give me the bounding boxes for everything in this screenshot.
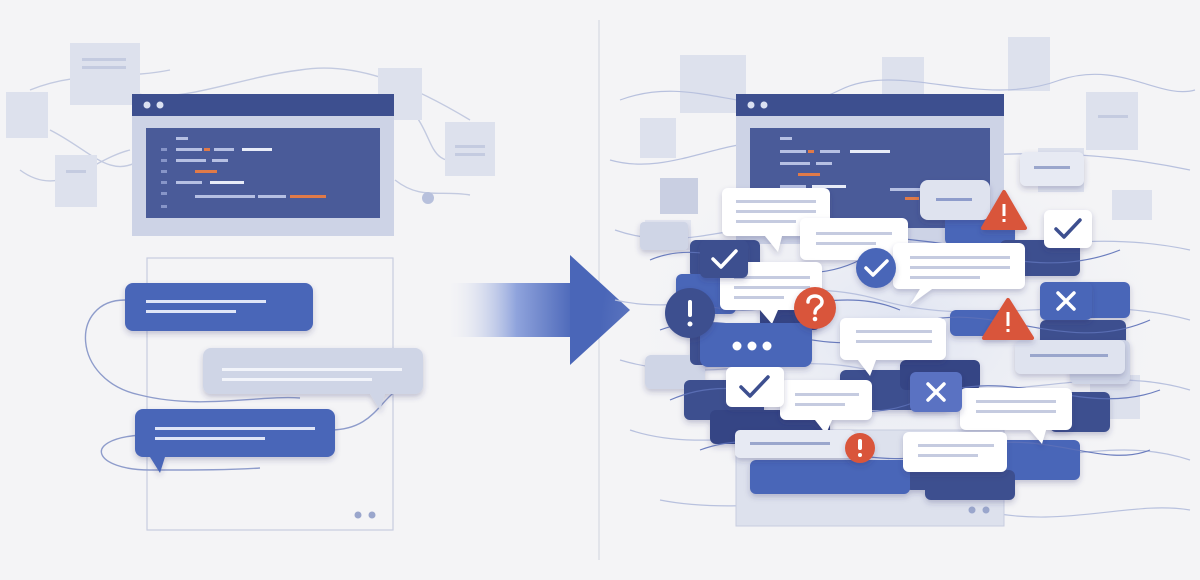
exclamation-icon bbox=[665, 288, 715, 338]
check-icon bbox=[856, 248, 896, 288]
right-chat-bubble-2 bbox=[800, 218, 908, 260]
close-x-icon bbox=[1040, 282, 1092, 320]
right-chat-bubble-9 bbox=[960, 388, 1072, 444]
left-panel bbox=[6, 43, 495, 531]
left-chat-bubble-2 bbox=[203, 348, 423, 410]
right-chat-bubble-13 bbox=[1020, 152, 1084, 186]
ellipsis-icon bbox=[732, 341, 772, 351]
check-icon bbox=[700, 240, 748, 278]
right-chat-bubble-8 bbox=[780, 380, 872, 434]
alert-triangle-icon bbox=[982, 298, 1034, 340]
right-chat-bubble-10 bbox=[903, 432, 1007, 472]
right-chat-bubble-11 bbox=[735, 430, 855, 458]
check-icon bbox=[1044, 210, 1092, 248]
left-code-lines bbox=[161, 137, 326, 208]
exclamation-icon bbox=[845, 433, 875, 463]
check-icon bbox=[726, 367, 784, 407]
left-chat-window bbox=[84, 257, 423, 531]
left-code-window bbox=[132, 94, 394, 236]
alert-triangle-icon bbox=[981, 190, 1027, 230]
transition-arrow-icon bbox=[445, 255, 630, 365]
right-panel bbox=[600, 37, 1200, 550]
left-chat-bubble-3 bbox=[135, 409, 335, 473]
right-chat-bubble-6 bbox=[840, 318, 946, 376]
question-icon bbox=[794, 287, 836, 329]
right-chat-bubble-4 bbox=[893, 243, 1025, 305]
close-x-icon bbox=[910, 372, 962, 412]
left-chat-bubble-1 bbox=[125, 283, 313, 331]
right-chat-bubble-12 bbox=[1015, 340, 1125, 374]
right-chat-bubble-3 bbox=[920, 180, 990, 220]
